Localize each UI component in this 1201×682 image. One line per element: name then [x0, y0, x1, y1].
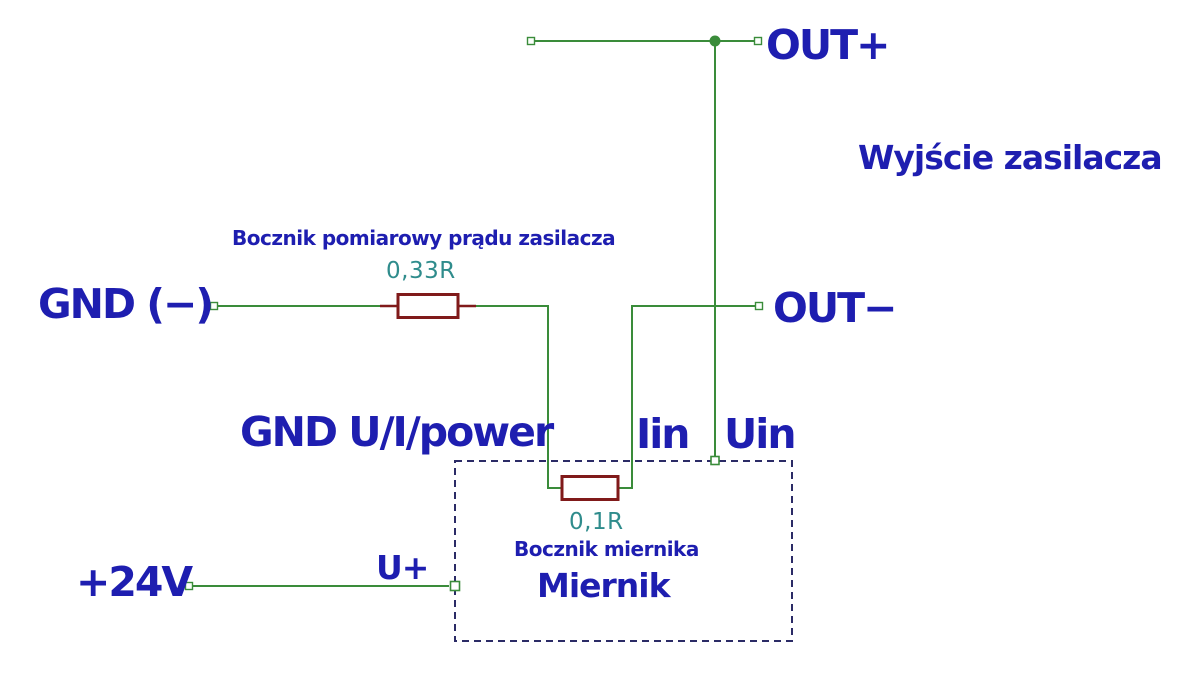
net-label-iin: Iin — [636, 410, 690, 458]
meter-name: Miernik — [537, 566, 671, 605]
net-label-uin: Uin — [724, 410, 797, 458]
wire-shunt-to-meter-shunt — [476, 305, 562, 489]
caption-meter-shunt: Bocznik miernika — [514, 537, 699, 561]
net-label-24v: +24V — [76, 558, 193, 606]
terminal-out-minus — [754, 301, 764, 311]
net-label-gnd: GND (−) — [38, 280, 214, 328]
pin-u-plus — [449, 580, 461, 592]
terminal-gnd — [209, 301, 219, 311]
resistor-meter-shunt — [560, 475, 620, 501]
meter-boundary-box — [454, 460, 793, 642]
net-label-gnd-ui-power: GND U/I/power — [240, 408, 554, 456]
net-label-out-minus: OUT− — [773, 284, 897, 332]
caption-psu-shunt: Bocznik pomiarowy prądu zasilacza — [232, 226, 616, 250]
wire-meter-shunt-to-out-minus — [618, 305, 755, 489]
caption-psu-output: Wyjście zasilacza — [858, 138, 1163, 177]
terminal-24v — [184, 581, 194, 591]
terminal-out-plus-right — [753, 36, 763, 46]
value-resistor-meter-shunt: 0,1R — [569, 509, 624, 535]
net-label-out-plus: OUT+ — [766, 21, 890, 69]
junction-out-plus — [709, 35, 721, 47]
resistor-psu-shunt — [396, 293, 460, 319]
terminal-out-plus-left — [526, 36, 536, 46]
net-label-u-plus: U+ — [376, 548, 429, 587]
pin-uin — [710, 455, 720, 466]
value-resistor-psu-shunt: 0,33R — [386, 258, 456, 284]
